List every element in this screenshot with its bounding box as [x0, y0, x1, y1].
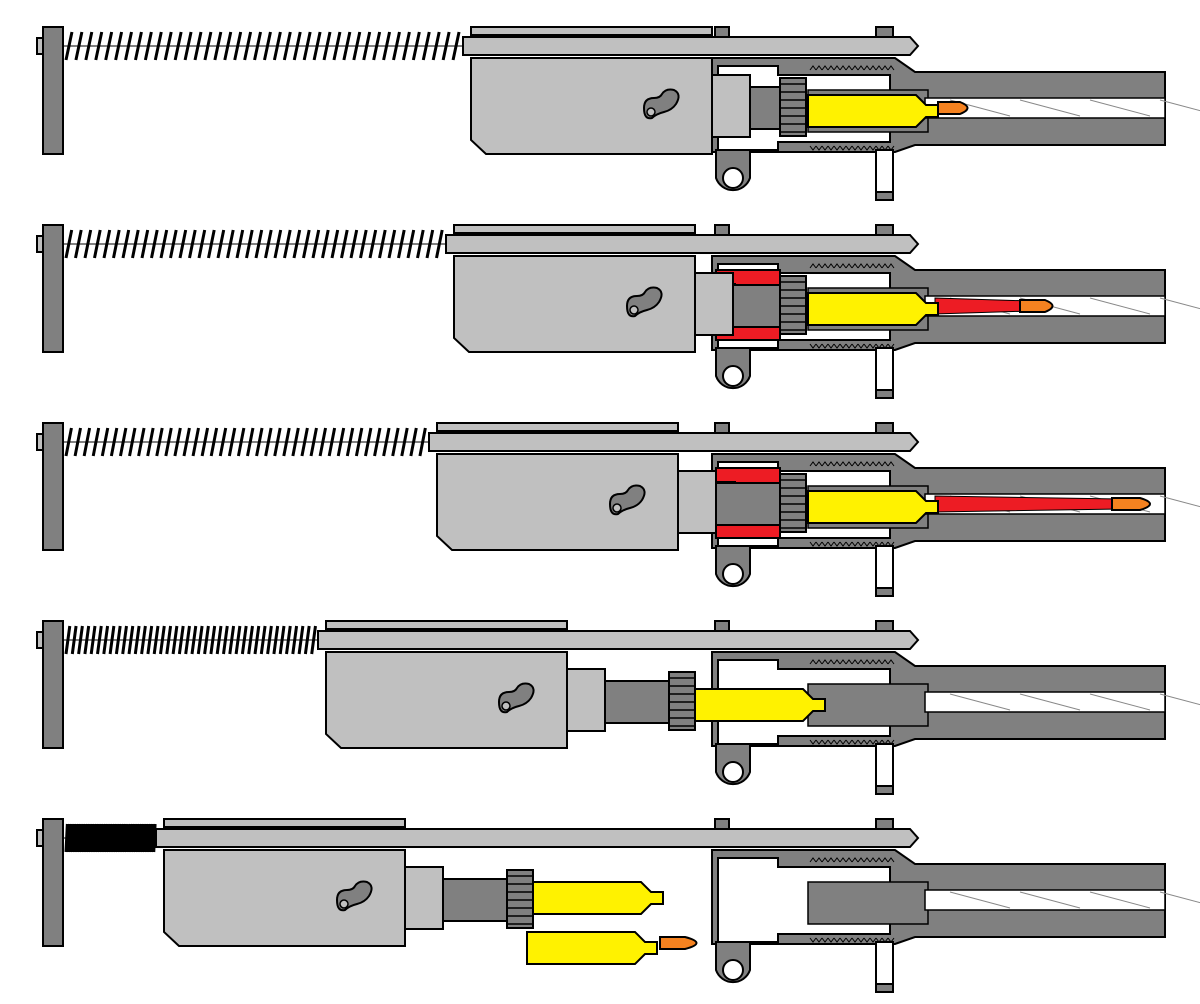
bolt-carrier	[325, 651, 568, 749]
buffer-plate	[42, 224, 64, 353]
bolt-carrier	[436, 453, 679, 551]
front-post	[875, 743, 894, 787]
rifling	[949, 99, 1200, 117]
bolt-head	[506, 869, 534, 929]
mount-hole	[722, 365, 744, 387]
mount-hole	[722, 563, 744, 585]
bolt-body	[604, 680, 670, 724]
stage-1	[36, 26, 1200, 201]
bolt-head	[779, 275, 807, 335]
bolt-lugs	[780, 479, 806, 529]
carrier-top-rail	[325, 620, 568, 630]
barrel-threads	[809, 263, 895, 349]
bullet	[1019, 299, 1054, 313]
front-post-top	[875, 422, 894, 434]
operating-rod	[462, 36, 920, 56]
front-post	[875, 347, 894, 391]
rear-post-top	[714, 422, 730, 434]
bolt-lugs	[669, 677, 695, 727]
buffer-plate	[42, 620, 64, 749]
front-post	[875, 545, 894, 589]
cartridge-case	[807, 490, 939, 524]
bore	[924, 691, 1166, 713]
front-post-top	[875, 224, 894, 236]
mount-hole	[722, 167, 744, 189]
front-post-top	[875, 26, 894, 38]
stage-2	[36, 224, 1200, 399]
operating-rod	[428, 432, 920, 452]
front-post-top	[875, 620, 894, 632]
bolt-tail	[711, 74, 751, 138]
cam-pin	[501, 701, 511, 711]
barrel-threads	[809, 857, 895, 943]
bolt-lugs	[780, 83, 806, 133]
rifling	[949, 693, 1200, 711]
carrier-top-rail	[470, 26, 713, 36]
carrier-top-rail	[453, 224, 696, 234]
front-post-base	[875, 191, 894, 201]
mount-hole	[722, 959, 744, 981]
buffer-plate	[42, 26, 64, 155]
bolt-body	[715, 482, 781, 526]
bolt-tail	[694, 272, 734, 336]
bolt-body	[749, 86, 781, 130]
front-post-base	[875, 587, 894, 597]
propellant-gas-bore	[934, 297, 1031, 315]
cartridge-case	[694, 688, 826, 722]
stage-4	[36, 620, 1200, 795]
bullet	[937, 101, 969, 115]
spent-case	[532, 881, 664, 915]
carrier-top-rail	[436, 422, 679, 432]
rear-post-top	[714, 818, 730, 830]
bullet	[1111, 497, 1151, 511]
bolt-carrier	[453, 255, 696, 353]
bolt-carrier	[470, 57, 713, 155]
bore	[924, 889, 1166, 911]
buffer-plate	[42, 422, 64, 551]
stage-3	[36, 422, 1200, 597]
propellant-gas-bore	[934, 495, 1121, 513]
barrel-threads	[809, 659, 895, 745]
front-post	[875, 149, 894, 193]
new-cartridge	[526, 931, 658, 965]
bolt-carrier	[163, 849, 406, 947]
chamber	[807, 881, 929, 925]
cam-pin	[339, 899, 349, 909]
stage-5	[36, 818, 1200, 993]
new-bullet	[659, 936, 698, 950]
bolt-tail	[404, 866, 444, 930]
rear-post-top	[714, 620, 730, 632]
barrel-threads	[809, 65, 895, 151]
cartridge-case	[807, 94, 939, 128]
bolt-tail	[677, 470, 717, 534]
carrier-top-rail	[163, 818, 406, 828]
front-post-base	[875, 983, 894, 993]
cartridge-case	[807, 292, 939, 326]
rear-post-top	[714, 26, 730, 38]
rear-post-top	[714, 224, 730, 236]
barrel-threads	[809, 461, 895, 547]
bolt-head	[668, 671, 696, 731]
rifling	[949, 891, 1200, 909]
cam-pin	[612, 503, 622, 513]
bolt-head	[779, 77, 807, 137]
operating-rod	[155, 828, 920, 848]
buffer-plate	[42, 818, 64, 947]
bolt-tail	[566, 668, 606, 732]
mount-hole	[722, 761, 744, 783]
bolt-lugs	[780, 281, 806, 331]
front-post-base	[875, 389, 894, 399]
bolt-head	[779, 473, 807, 533]
front-post	[875, 941, 894, 985]
operating-rod	[445, 234, 920, 254]
cam-pin	[646, 107, 656, 117]
bolt-body	[732, 284, 781, 328]
front-post-top	[875, 818, 894, 830]
operating-rod	[317, 630, 920, 650]
bolt-body	[442, 878, 508, 922]
front-post-base	[875, 785, 894, 795]
cam-pin	[629, 305, 639, 315]
bolt-lugs	[507, 875, 533, 925]
